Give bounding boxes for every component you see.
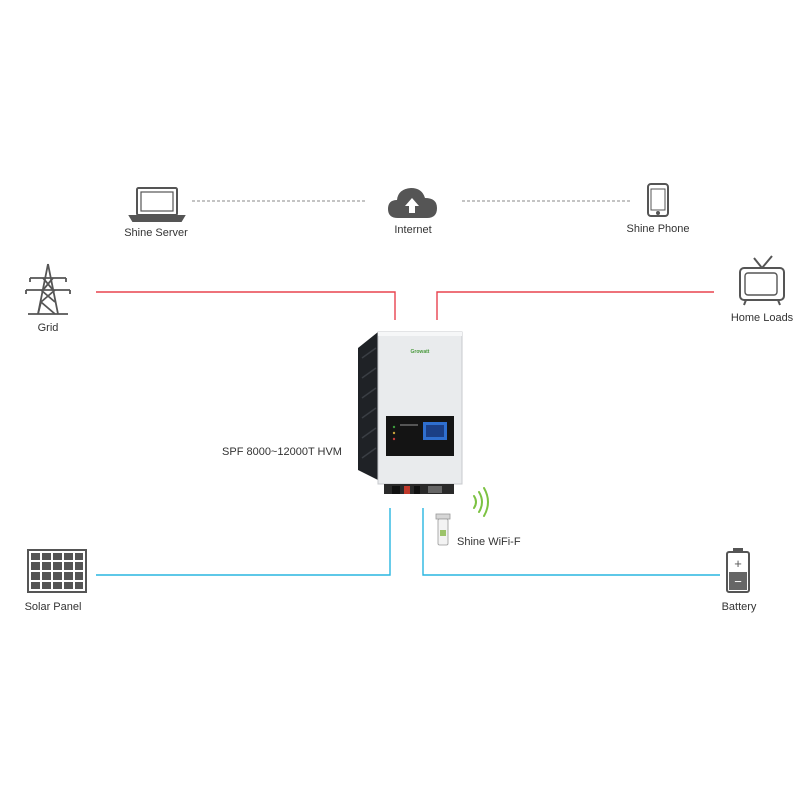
ac-line-grid xyxy=(96,291,396,320)
inverter-brand-logo: Growatt xyxy=(411,349,430,355)
shine-server-label: Shine Server xyxy=(124,227,188,239)
node-grid: Grid xyxy=(25,263,71,334)
shine-wifi-label: Shine WiFi-F xyxy=(457,536,521,548)
smartphone-icon xyxy=(647,183,669,217)
node-solar-panel: Solar Panel xyxy=(25,549,87,613)
wifi-dongle-icon xyxy=(435,513,451,546)
laptop-icon xyxy=(128,187,186,222)
battery-label: Battery xyxy=(722,601,757,613)
node-shine-phone: Shine Phone xyxy=(627,183,690,235)
battery-icon xyxy=(726,548,750,593)
ac-line-home-loads xyxy=(436,291,714,320)
solar-panel-label: Solar Panel xyxy=(25,601,82,613)
dc-line-solar-panel xyxy=(96,508,391,576)
grid-label: Grid xyxy=(38,322,59,334)
inverter-label: SPF 8000~12000T HVM xyxy=(222,446,342,458)
inverter-icon xyxy=(358,331,463,494)
node-shine-wifi: Shine WiFi-F xyxy=(435,487,521,548)
node-inverter: Growatt SPF 8000~12000T HVM xyxy=(222,331,463,494)
internet-label: Internet xyxy=(394,224,431,236)
home-loads-label: Home Loads xyxy=(731,312,794,324)
dc-line-battery xyxy=(422,508,720,576)
shine-phone-label: Shine Phone xyxy=(627,223,690,235)
node-home-loads: Home Loads xyxy=(731,255,794,324)
node-shine-server: Shine Server xyxy=(124,187,188,239)
solar-panel-icon xyxy=(27,549,87,593)
node-battery: + − Battery xyxy=(722,548,757,613)
power-tower-icon xyxy=(25,263,71,315)
battery-plus-symbol: + xyxy=(734,556,742,571)
cloud-upload-icon xyxy=(388,188,437,218)
television-icon xyxy=(739,255,785,306)
battery-minus-symbol: − xyxy=(734,574,742,589)
node-internet: Internet xyxy=(388,188,437,236)
wifi-signal-icon xyxy=(473,487,489,517)
